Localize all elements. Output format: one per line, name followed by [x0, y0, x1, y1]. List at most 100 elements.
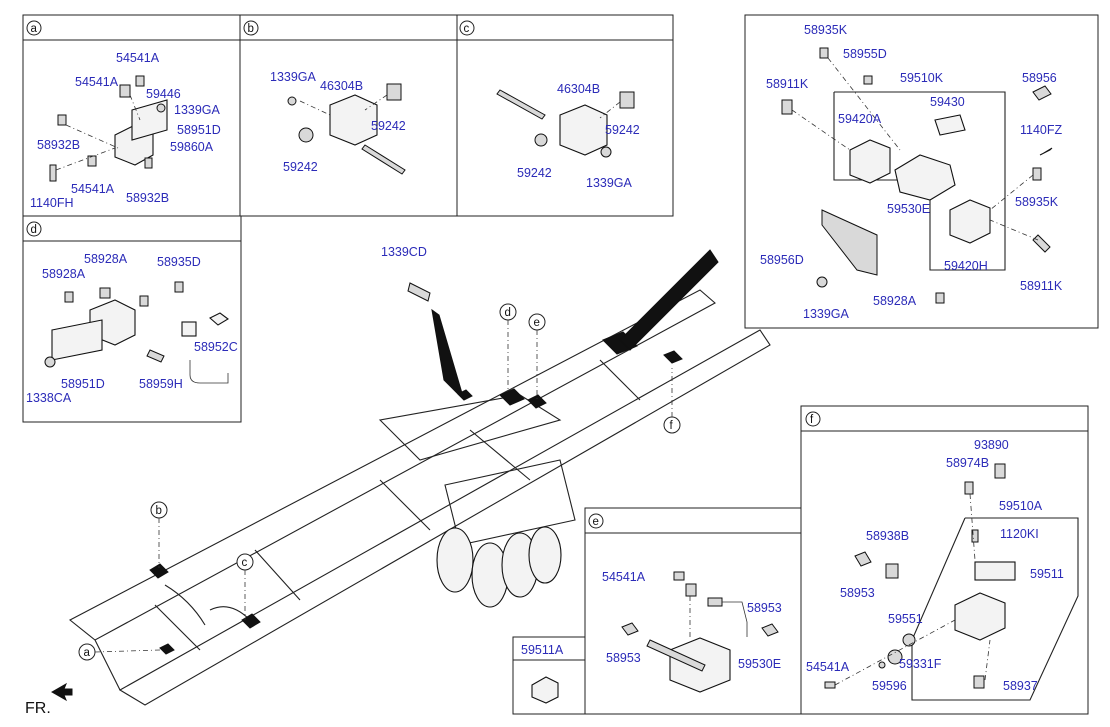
label-f-0: 93890	[974, 438, 1009, 452]
label-e-3: 59530E	[738, 657, 781, 671]
label-f-6: 59511	[1030, 567, 1064, 581]
pointer-b: b	[150, 501, 168, 568]
label-d-6: 1338CA	[26, 391, 72, 405]
section-tag-a: a	[26, 20, 42, 36]
label-c-3: 1339GA	[586, 176, 633, 190]
labels-topright: 58935K 58955D 58911K 59510K 58956 59430 …	[760, 23, 1063, 321]
label-f-1: 58974B	[946, 456, 989, 470]
section-tag-c: c	[459, 20, 475, 36]
svg-text:c: c	[464, 23, 470, 35]
label-a-4: 58951D	[177, 123, 221, 137]
label-e-1: 58953	[747, 601, 782, 615]
section-topright-parts	[781, 47, 1053, 304]
section-tag-e: e	[588, 513, 604, 529]
front-direction-indicator: FR.	[25, 682, 73, 717]
label-f-11: 58937	[1003, 679, 1038, 693]
label-tr-11: 59420H	[944, 259, 988, 273]
label-f-2: 59510A	[999, 499, 1043, 513]
bracket-part	[531, 676, 559, 704]
label-a-5: 58932B	[37, 138, 80, 152]
label-tr-6: 59420A	[838, 112, 882, 126]
section-c-parts	[496, 89, 635, 158]
pointer-f: f	[663, 368, 681, 434]
label-d-3: 58952C	[194, 340, 238, 354]
label-tr-1: 58955D	[843, 47, 887, 61]
svg-text:f: f	[810, 414, 814, 426]
svg-text:d: d	[505, 307, 511, 319]
arrow-icon	[50, 682, 73, 702]
label-a-6: 59860A	[170, 140, 214, 154]
label-tr-8: 58935K	[1015, 195, 1059, 209]
label-c-1: 59242	[605, 123, 640, 137]
label-tr-4: 58956	[1022, 71, 1057, 85]
frame-59511A: 59511A	[512, 636, 586, 715]
label-tr-9: 59530E	[887, 202, 930, 216]
label-tr-3: 59510K	[900, 71, 944, 85]
label-b-3: 59242	[283, 160, 318, 174]
label-f-8: 54541A	[806, 660, 850, 674]
label-e-0: 54541A	[602, 570, 646, 584]
label-a-0: 54541A	[116, 51, 160, 65]
section-f-parts	[824, 463, 1079, 701]
label-a-3: 1339GA	[174, 103, 221, 117]
label-tr-0: 58935K	[804, 23, 848, 37]
label-f-9: 59331F	[899, 657, 942, 671]
labels-main: 1339CD	[381, 245, 427, 259]
label-tr-7: 1140FZ	[1020, 123, 1063, 137]
section-tag-b: b	[243, 20, 259, 36]
svg-text:e: e	[534, 317, 540, 329]
label-b-0: 1339GA	[270, 70, 317, 84]
svg-text:f: f	[670, 420, 674, 432]
svg-text:c: c	[242, 557, 248, 569]
pointer-a: a	[78, 643, 161, 661]
label-d-1: 58928A	[42, 267, 86, 281]
frame-d	[22, 215, 242, 423]
label-tr-13: 1339GA	[803, 307, 850, 321]
section-b-parts	[287, 83, 406, 175]
labels-d: 58928A 58928A 58935D 58952C 58951D 58959…	[26, 252, 238, 405]
label-b-1: 46304B	[320, 79, 363, 93]
label-a-9: 58932B	[126, 191, 169, 205]
labels-e: 54541A 58953 58953 59530E	[602, 570, 782, 671]
section-d-parts	[44, 281, 229, 384]
label-a-7: 1140FH	[30, 196, 74, 210]
label-a-1: 54541A	[75, 75, 119, 89]
label-tr-12: 58911K	[1020, 279, 1063, 293]
label-a-2: 59446	[146, 87, 181, 101]
label-d-4: 58951D	[61, 377, 105, 391]
pointer-e: e	[528, 313, 546, 400]
direction-label: FR.	[25, 700, 51, 717]
svg-text:d: d	[31, 224, 37, 236]
section-tag-f: f	[805, 411, 821, 427]
frame-e	[584, 507, 802, 715]
label-f-4: 1120KI	[1000, 527, 1039, 541]
svg-text:a: a	[31, 23, 38, 35]
svg-text:a: a	[84, 647, 91, 659]
labels-c: 46304B 59242 59242 1339GA	[517, 82, 640, 190]
svg-text:b: b	[156, 505, 162, 517]
label-f-7: 59551	[888, 612, 923, 626]
svg-text:b: b	[248, 23, 254, 35]
label-e-2: 58953	[606, 651, 641, 665]
small-part-title: 59511A	[521, 643, 564, 657]
label-main-1339CD: 1339CD	[381, 245, 427, 259]
truck-frame	[68, 249, 771, 706]
labels-a: 54541A 54541A 59446 1339GA 58951D 58932B…	[30, 51, 221, 210]
label-c-2: 59242	[517, 166, 552, 180]
label-b-2: 59242	[371, 119, 406, 133]
label-c-0: 46304B	[557, 82, 600, 96]
section-tag-d: d	[26, 221, 42, 237]
labels-b: 1339GA 46304B 59242 59242	[270, 70, 406, 174]
label-a-8: 54541A	[71, 182, 115, 196]
pointer-c: c	[236, 553, 254, 620]
label-f-5: 58953	[840, 586, 875, 600]
label-tr-14: 58928A	[873, 294, 917, 308]
label-d-0: 58928A	[84, 252, 128, 266]
frame-a-b-c	[22, 14, 674, 217]
pointer-d: d	[499, 303, 517, 392]
section-e-parts	[621, 571, 779, 693]
label-d-2: 58935D	[157, 255, 201, 269]
svg-text:e: e	[593, 516, 599, 528]
frame-topright	[744, 14, 1099, 329]
label-tr-2: 58911K	[766, 77, 809, 91]
